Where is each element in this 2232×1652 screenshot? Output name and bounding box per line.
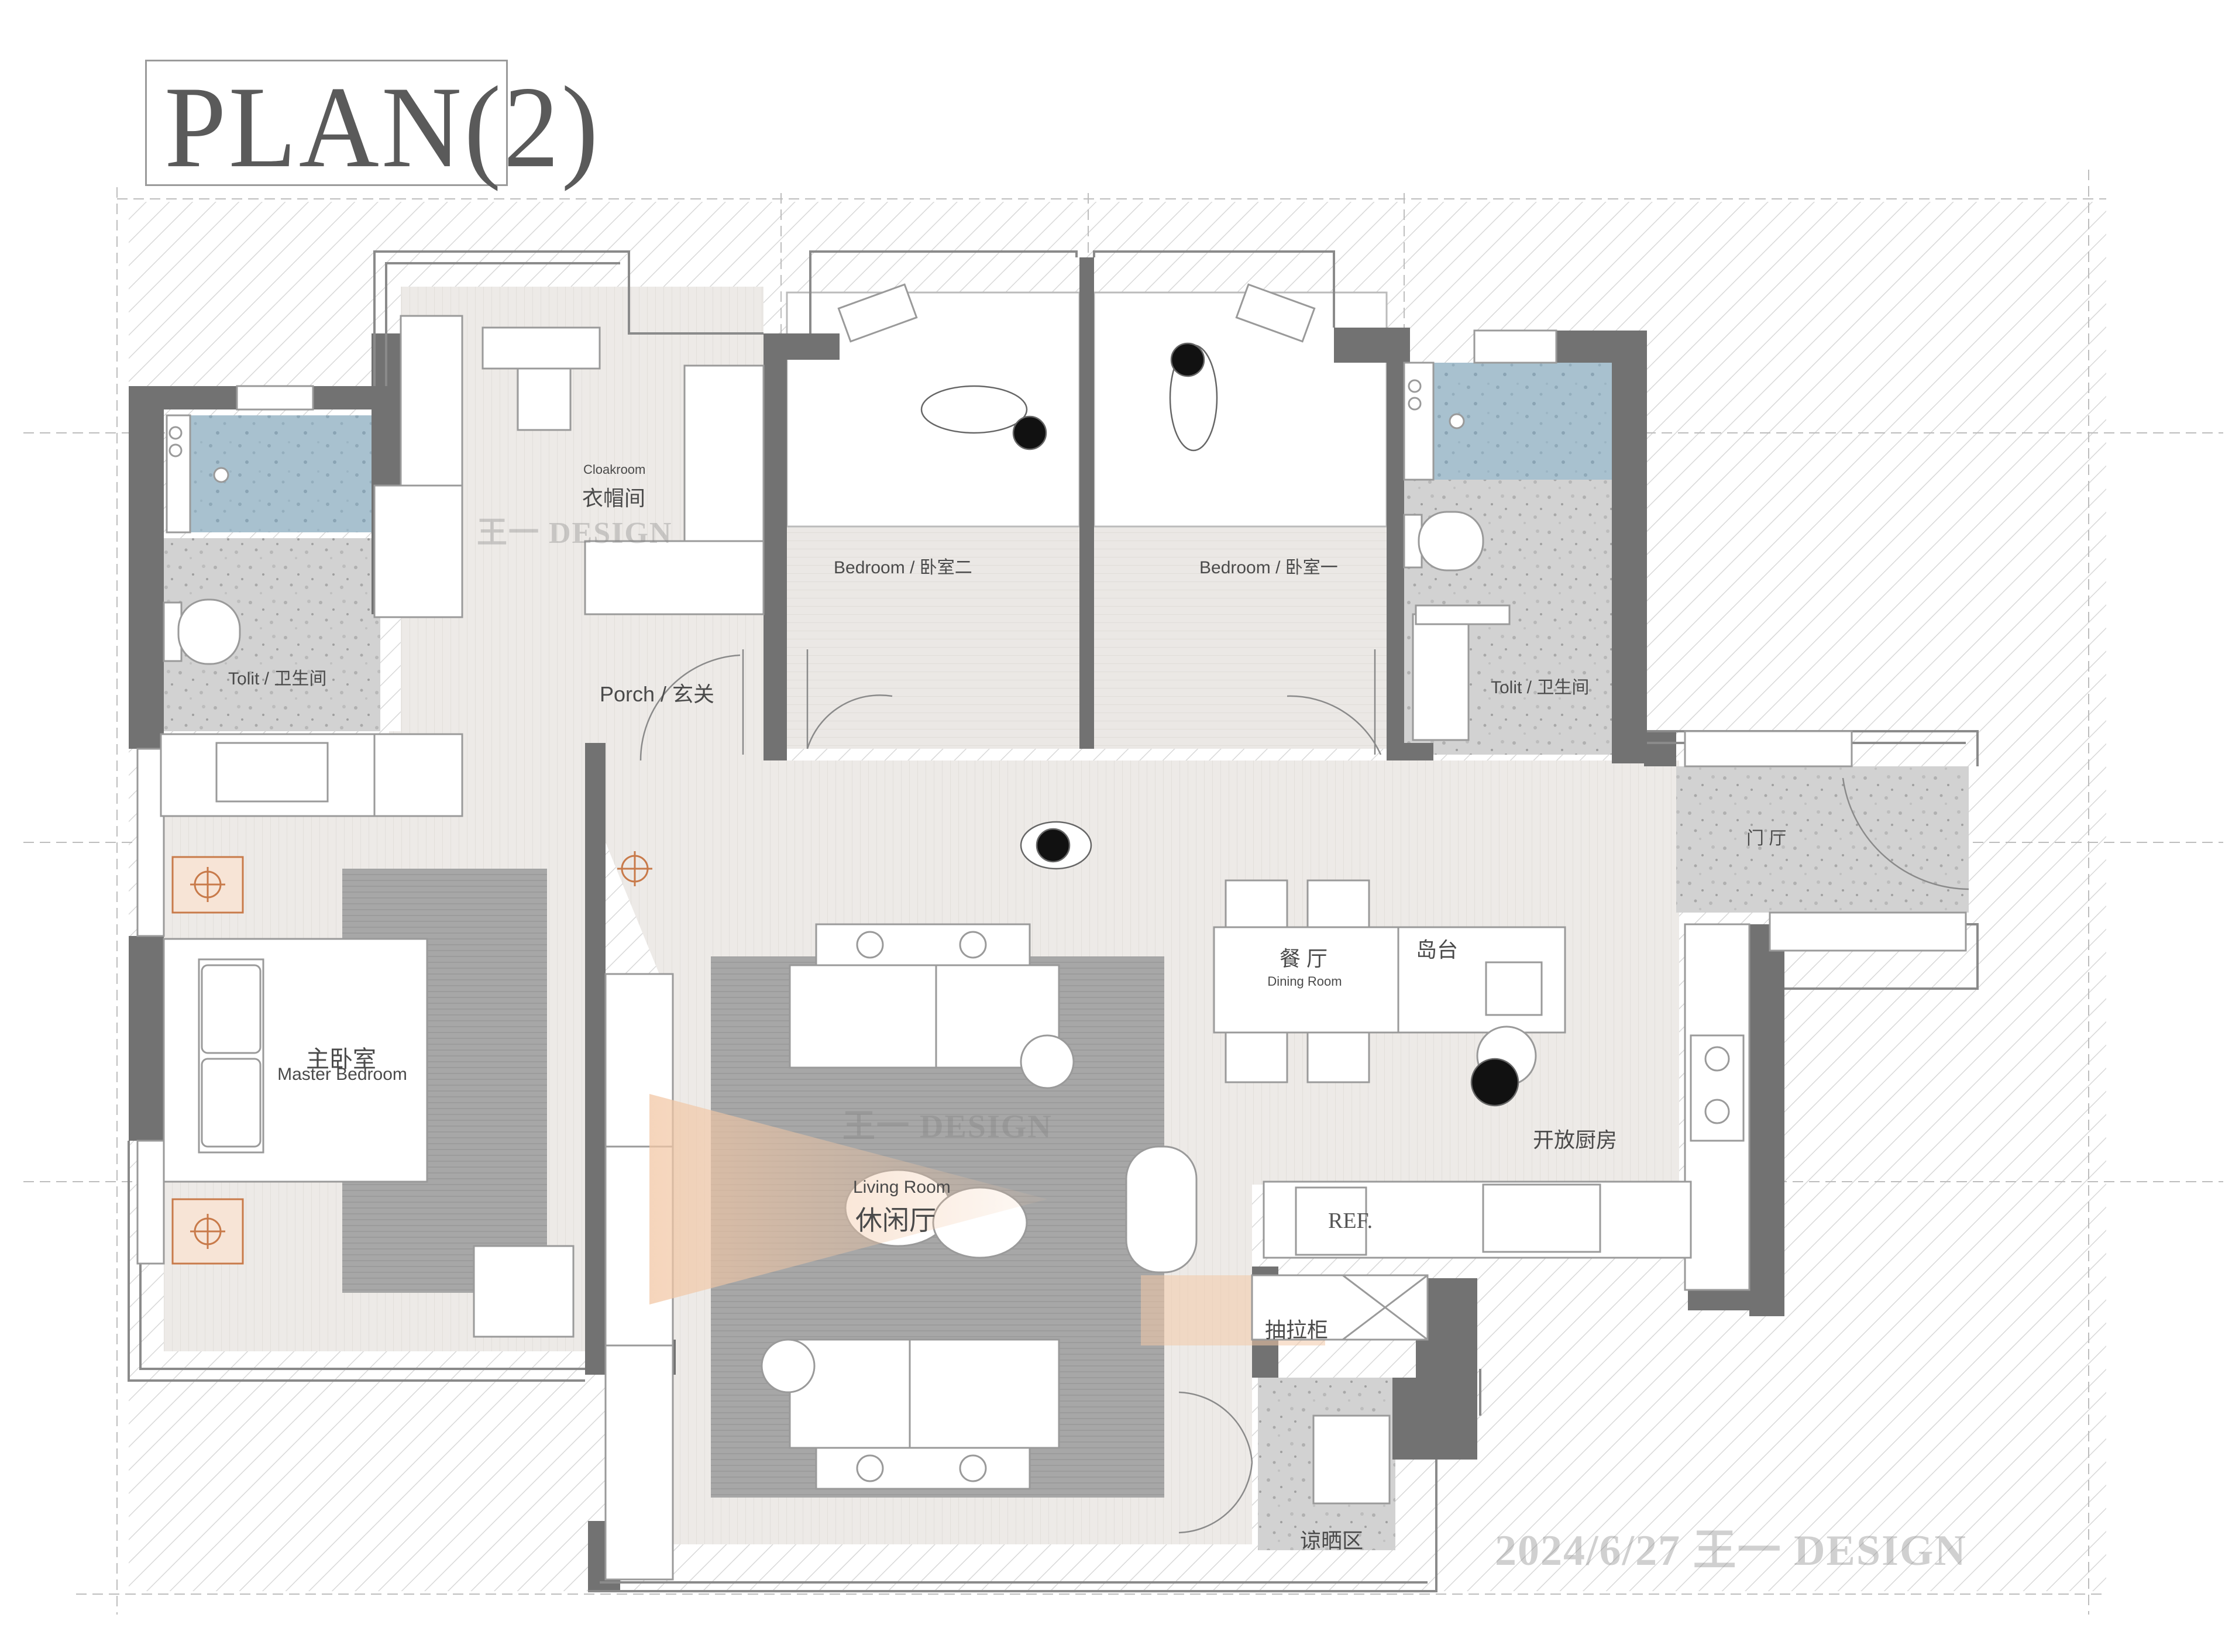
entry-hall-floor — [1676, 766, 1969, 913]
window-sills — [136, 329, 1967, 1265]
fridge-label: REF. — [1328, 1209, 1373, 1233]
living-furniture — [761, 923, 1198, 1490]
bedroom1-label: Bedroom / 卧室一 — [1199, 558, 1338, 577]
cloakroom-label-cn: 衣帽间 — [582, 486, 646, 510]
entry-hall-label: 门 厅 — [1746, 829, 1787, 848]
watermark-footer: 2024/6/27 王一 DESIGN — [1495, 1527, 1967, 1575]
porch-label: Porch / 玄关 — [600, 682, 715, 706]
living-label-en: Living Room — [853, 1178, 951, 1197]
drying-area-label: 谅晒区 — [1300, 1529, 1364, 1553]
kitchen-counters — [1251, 923, 1750, 1341]
lamp-marks — [171, 851, 652, 1265]
living-label-cn: 休闲厅 — [855, 1205, 936, 1235]
toilet-left-label: Tolit / 卫生间 — [228, 669, 327, 689]
toilet-right-fixtures — [1403, 362, 1511, 741]
bedroom2-floor — [787, 526, 1079, 749]
island-label: 岛台 — [1416, 938, 1459, 962]
master-label-en: Master Bedroom — [277, 1065, 407, 1084]
plan-title: PLAN(2) — [164, 63, 601, 192]
people-figures — [920, 342, 1519, 1107]
toilet-left-fixtures — [163, 414, 241, 665]
cloakroom-label-en: Cloakroom — [583, 462, 646, 477]
bedroom2-label: Bedroom / 卧室二 — [834, 558, 972, 577]
dining-label-en: Dining Room — [1267, 974, 1342, 989]
cloakroom-furniture — [160, 315, 765, 817]
kitchen-label: 开放厨房 — [1533, 1128, 1618, 1152]
toilet-right-label: Tolit / 卫生间 — [1491, 678, 1590, 697]
bedroom1-floor — [1094, 526, 1387, 749]
dining-label-cn: 餐 厅 — [1279, 947, 1328, 970]
drawer-cabinet-label: 抽拉柜 — [1265, 1318, 1329, 1342]
pillows — [837, 283, 1316, 343]
view-cone — [649, 1094, 1047, 1305]
watermark-middle: 王一 DESIGN — [842, 1109, 1053, 1145]
watermark-top: 王一 DESIGN — [477, 517, 673, 550]
washer — [1312, 1414, 1391, 1505]
title-frame: PLAN(2) — [145, 60, 599, 189]
dining-furniture — [1213, 879, 1566, 1086]
master-label-cn: 主卧室 — [306, 1047, 376, 1072]
doors — [639, 649, 1969, 1534]
